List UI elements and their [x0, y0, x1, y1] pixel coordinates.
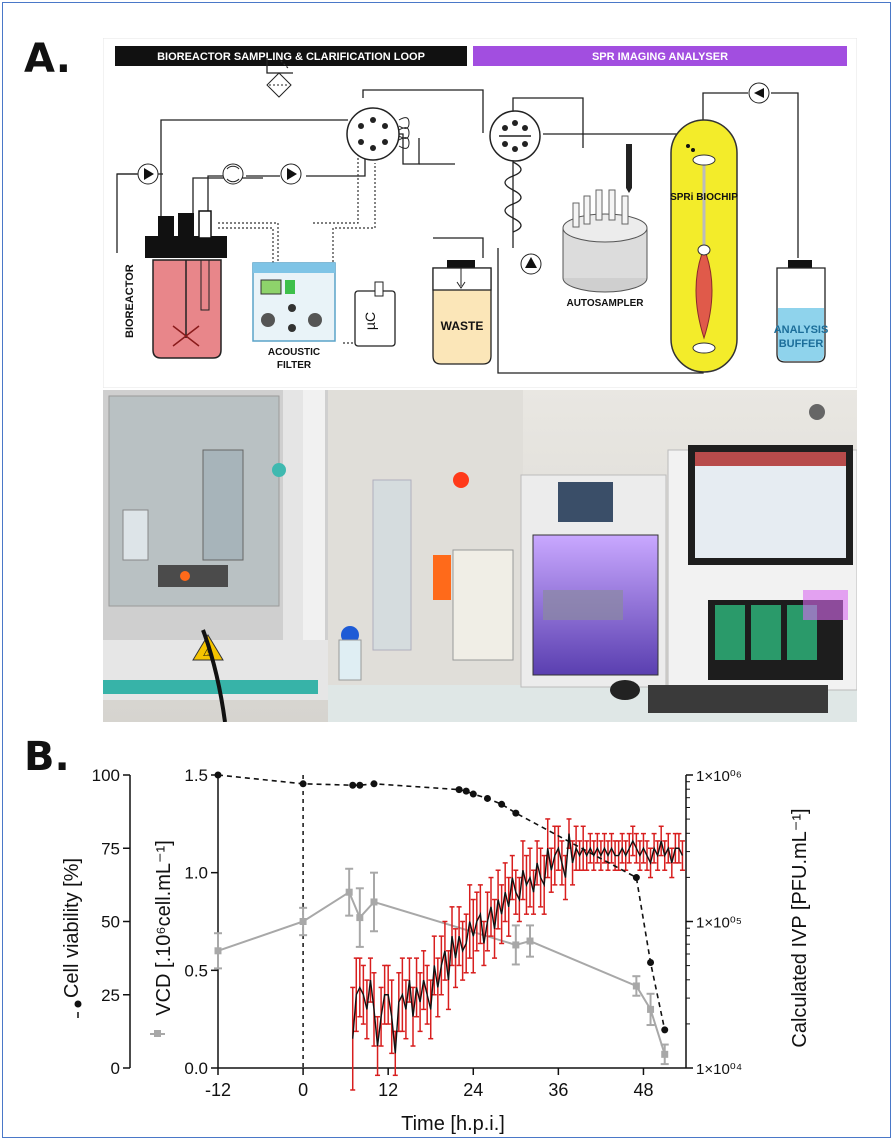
biochip-label: SPRi BIOCHIP — [670, 192, 738, 203]
ivp-tick-label: 1×10⁰⁵ — [696, 915, 742, 932]
y-axis-label-viability: Cell viability [%] — [61, 858, 83, 998]
viability-tick-label: 75 — [101, 839, 120, 858]
x-tick-label: 0 — [298, 1080, 308, 1100]
buffer-label-2: BUFFER — [779, 338, 824, 350]
vcd-tick-label: 1.0 — [184, 864, 208, 883]
vcd-tick-label: 0.5 — [184, 961, 208, 980]
viability-point — [370, 780, 378, 788]
loop-header — [115, 46, 467, 66]
warning-sticker-glyph: ⚠ — [203, 645, 214, 659]
viability-tick-label: 25 — [101, 986, 120, 1005]
ivp-tick-label: 1×10⁰⁴ — [696, 1061, 742, 1078]
recirculation-icon — [222, 163, 244, 185]
uc-label: µC — [362, 312, 378, 330]
x-tick-label: -12 — [205, 1080, 231, 1100]
acoustic-label-2: FILTER — [277, 360, 312, 371]
viability-tick-label: 100 — [92, 766, 120, 785]
vcd-point — [345, 888, 353, 896]
spri-biochip — [670, 119, 738, 373]
panel-b-label: B. — [24, 734, 70, 780]
vcd-point — [356, 914, 364, 922]
viability-legend-marker — [74, 1000, 82, 1008]
viability-point — [356, 781, 364, 789]
switching-valve-1 — [346, 107, 410, 161]
vcd-tick-label: 1.5 — [184, 766, 208, 785]
spr-header — [473, 46, 847, 66]
keyboard — [648, 685, 828, 713]
x-tick-label: 36 — [548, 1080, 568, 1100]
spr-header-text: SPR IMAGING ANALYSER — [592, 51, 728, 63]
loop-header-text: BIOREACTOR SAMPLING & CLARIFICATION LOOP — [157, 51, 425, 63]
pump-3-icon — [520, 253, 542, 275]
viability-point — [498, 800, 506, 808]
viability-point — [299, 780, 307, 788]
panel-a-label: A. — [24, 36, 71, 82]
fraction-collector — [354, 281, 396, 347]
vcd-point — [512, 941, 520, 949]
time-course-chart: -12 0 12 24 36 48 0.0 0.5 1.0 1.5 0 25 50 75 100 1×10⁰⁴… — [61, 766, 811, 1135]
autosampler-label: AUTOSAMPLER — [566, 298, 644, 309]
waste-bottle — [432, 260, 492, 365]
y-axis-label-vcd: VCD [.10⁶cell.mL⁻¹] — [153, 840, 175, 1016]
viability-point — [469, 790, 477, 798]
x-tick-label: 48 — [633, 1080, 653, 1100]
viability-point — [647, 959, 655, 967]
viability-point — [214, 771, 222, 779]
switching-valve-2 — [489, 110, 541, 162]
vcd-point — [526, 937, 534, 945]
x-tick-label: 24 — [463, 1080, 483, 1100]
viability-point — [512, 809, 520, 817]
viability-point — [483, 794, 491, 802]
viability-point — [349, 781, 357, 789]
pump-unit — [452, 549, 514, 661]
lab-setup-photo: ⚠ — [103, 390, 857, 722]
y-axis-label-ivp: Calculated IVP [PFU.mL⁻¹] — [789, 808, 811, 1047]
pump-1-icon — [137, 163, 159, 185]
bioreactor-schematic: BIOREACTOR SAMPLING & CLARIFICATION LOOP… — [103, 38, 857, 388]
bioreactor-vessel — [145, 210, 227, 359]
vcd-point — [299, 918, 307, 925]
x-axis-label: Time [h.p.i.] — [401, 1113, 505, 1135]
vcd-tick-label: 0.0 — [184, 1059, 208, 1078]
pump-2-icon — [280, 163, 302, 185]
buffer-label-1: ANALYSIS — [774, 324, 829, 336]
vcd-legend-marker — [154, 1030, 161, 1037]
vcd-point — [661, 1050, 669, 1058]
viability-point — [632, 874, 640, 882]
x-tick-label: 12 — [378, 1080, 398, 1100]
vcd-point — [370, 898, 378, 906]
viability-tick-label: 0 — [111, 1059, 120, 1078]
sample-loop-coil — [504, 161, 522, 233]
acoustic-label-1: ACOUSTIC — [268, 347, 320, 358]
analysis-buffer-bottle — [776, 260, 826, 363]
filter-diamond-icon — [266, 72, 292, 98]
viability-point — [455, 786, 463, 794]
acoustic-filter-device — [252, 262, 336, 342]
vcd-point — [214, 947, 222, 955]
bioreactor-label: BIOREACTOR — [124, 264, 136, 338]
ivp-series-line — [352, 833, 684, 1054]
ivp-tick-label: 1×10⁰⁶ — [696, 768, 742, 785]
viability-point — [661, 1026, 669, 1034]
vcd-point — [632, 982, 640, 990]
viability-tick-label: 50 — [101, 913, 120, 932]
autosampler-device — [562, 144, 648, 293]
control-wires — [218, 57, 376, 344]
pump-4-icon — [748, 82, 770, 104]
vcd-point — [647, 1005, 655, 1013]
viability-point — [462, 787, 470, 795]
waste-label: WASTE — [441, 319, 484, 333]
